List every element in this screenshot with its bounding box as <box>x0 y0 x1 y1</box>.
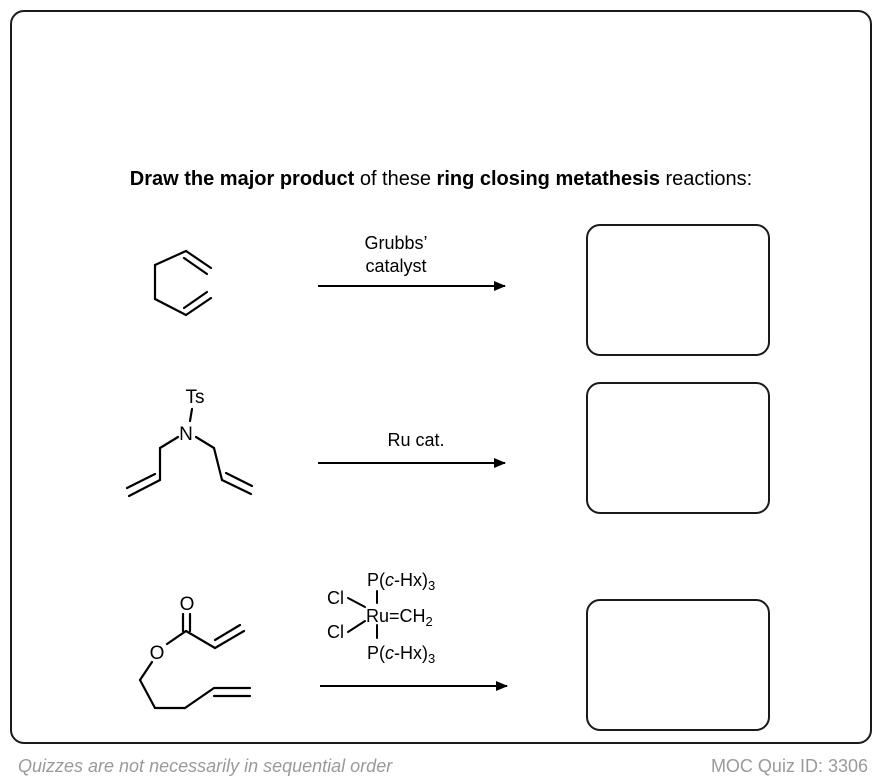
double-bond-2 <box>182 290 209 310</box>
conditions-ru-cat: Ru cat. <box>387 430 444 450</box>
diallylamine-substrate-structure <box>125 407 254 498</box>
chloride-ligand-2: Cl <box>327 622 344 642</box>
answer-box-2[interactable] <box>586 382 770 514</box>
prompt-part-2: of these <box>354 168 437 190</box>
answer-box-3[interactable] <box>586 599 770 731</box>
allyl-double-bond-left <box>125 472 157 490</box>
acrylate-substrate-structure <box>138 612 252 710</box>
phosphine-ligand-bottom: P(c-Hx)3 <box>367 643 435 666</box>
prompt-part-1: Draw the major product <box>129 168 355 190</box>
ruthenium-center: Ru=CH2 <box>366 606 433 629</box>
quiz-card-frame <box>10 10 872 744</box>
quiz-id-label: MOC Quiz ID: 3306 <box>710 756 868 776</box>
carbonyl-oxygen-label: O <box>180 594 195 615</box>
footer-note: Quizzes are not necessarily in sequentia… <box>18 756 393 776</box>
phosphine-ligand-top: P(c-Hx)3 <box>367 570 435 593</box>
conditions-line-1: Grubbs’ <box>364 233 427 253</box>
conditions-line-2: catalyst <box>365 256 426 276</box>
diene-substrate-structure <box>153 249 213 317</box>
grubbs-catalyst-structure: P(c-Hx)3 Cl Ru=CH2 Cl P(c-Hx)3 <box>327 570 435 666</box>
nitrogen-label: N <box>179 424 193 445</box>
chloride-ligand-1: Cl <box>327 588 344 608</box>
tosyl-label: Ts <box>186 387 205 408</box>
prompt-part-4: reactions: <box>659 168 753 190</box>
question-prompt: Draw the major product of these ring clo… <box>0 168 882 191</box>
ester-oxygen-label: O <box>150 643 165 664</box>
acrylate-double-bond <box>213 623 242 642</box>
double-bond-1 <box>182 256 209 276</box>
prompt-part-3: ring closing metathesis <box>436 168 660 190</box>
allyl-double-bond-right <box>224 471 254 488</box>
answer-box-1[interactable] <box>586 224 770 356</box>
